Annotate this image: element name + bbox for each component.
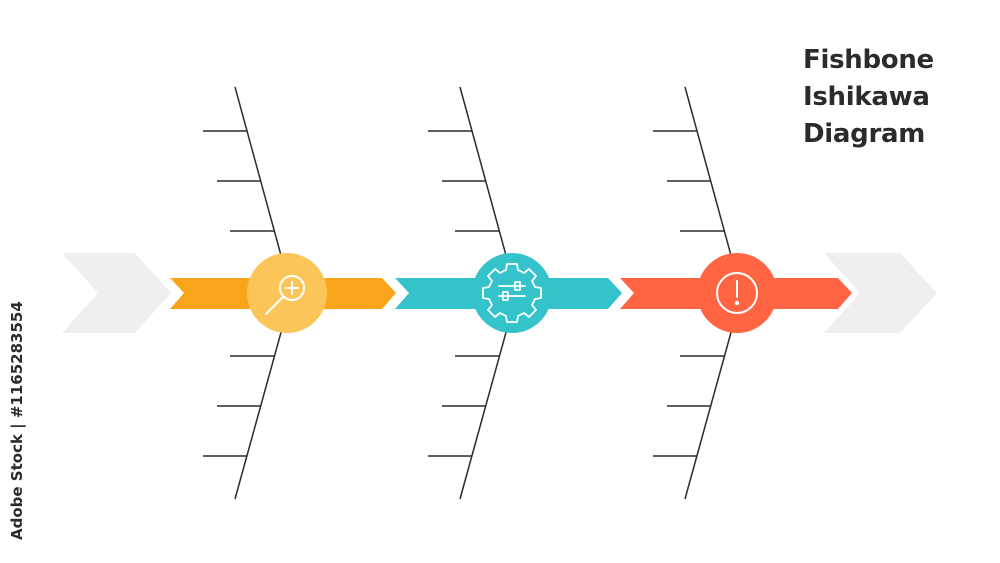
upper-bone-2 [459,86,511,271]
stock-id-text: Adobe Stock | #1165283554 [8,301,26,540]
node-circle-2 [472,253,552,333]
title-line-2: Ishikawa [803,82,930,112]
alert-icon [716,272,758,314]
upper-bone-3 [684,86,736,271]
bones-group-2 [428,86,511,500]
lower-bone-3 [684,317,736,500]
lower-bone-2 [459,317,511,500]
bones-group-1 [203,86,286,500]
bones-group-3 [653,86,736,500]
title-line-3: Diagram [803,119,926,149]
upper-bone-1 [234,86,286,271]
end-chevron [824,253,937,333]
node-circle-1 [247,253,327,333]
gear-sliders-icon [482,263,542,323]
start-chevron [62,253,171,333]
magnifier-plus-icon [265,275,305,315]
title-line-1: Fishbone [803,45,934,75]
lower-bone-1 [234,317,286,500]
page-title: Fishbone Ishikawa Diagram [803,42,934,153]
